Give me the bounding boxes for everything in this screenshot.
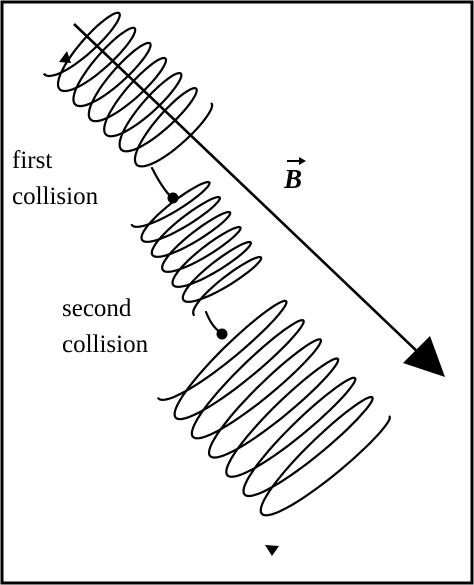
first-collision-label-line2: collision	[12, 183, 99, 210]
trajectory-start-arrow-icon	[59, 51, 71, 63]
first-collision-label-line1: first	[12, 147, 52, 174]
vector-arrow-icon	[287, 157, 306, 165]
helix-path-after-second-collision	[157, 299, 391, 517]
trajectory-end-arrow-icon	[265, 545, 279, 556]
helix-path-between-collisions	[130, 180, 263, 317]
connector-to-first-collision	[150, 166, 174, 200]
second-collision-point	[216, 328, 228, 340]
magnetic-field-line	[73, 23, 423, 357]
first-collision-point	[167, 192, 179, 204]
second-collision-label-line1: second	[62, 295, 132, 322]
magnetic-field-label: B	[283, 164, 302, 194]
second-collision-label-line2: collision	[62, 331, 149, 358]
helix-path-before-first-collision	[43, 11, 214, 168]
magnetic-field-arrowhead	[403, 336, 445, 377]
